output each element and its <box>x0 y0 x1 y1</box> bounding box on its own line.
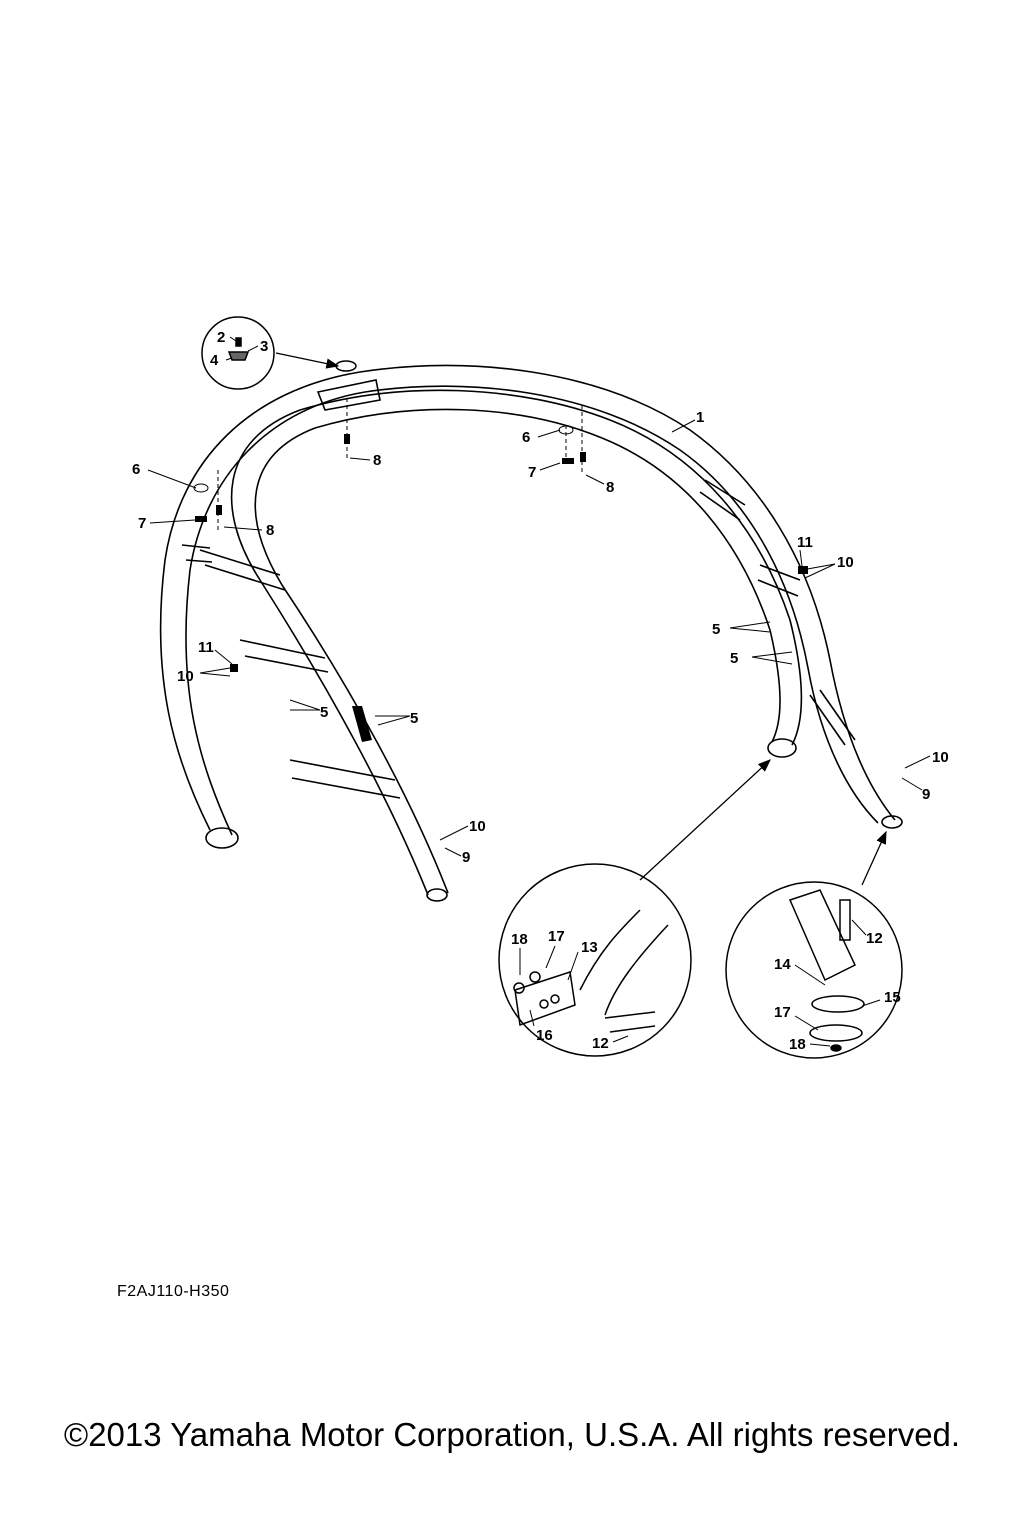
callout-6: 6 <box>522 429 530 446</box>
callout-5: 5 <box>712 621 720 638</box>
callout-11: 11 <box>797 534 813 551</box>
callout-8: 8 <box>606 479 614 496</box>
callout-14: 14 <box>774 956 791 973</box>
callout-10: 10 <box>469 818 486 835</box>
callout-labels: 1 2 3 4 5 5 5 5 6 6 7 7 8 8 8 9 9 10 10 … <box>132 329 949 1053</box>
callout-17: 17 <box>548 928 565 945</box>
diagram-code: F2AJ110-H350 <box>117 1283 230 1300</box>
callout-1: 1 <box>696 409 704 426</box>
detail-arrow-top <box>275 352 340 369</box>
callout-10: 10 <box>837 554 854 571</box>
copyright-notice: ©2013 Yamaha Motor Corporation, U.S.A. A… <box>63 1416 961 1453</box>
callout-18: 18 <box>511 931 528 948</box>
callout-10: 10 <box>177 668 194 685</box>
hardware-marks <box>193 360 808 742</box>
detail-circle-left-foot <box>498 863 692 1057</box>
detail-circle-top <box>201 316 275 390</box>
callout-9: 9 <box>922 786 930 803</box>
callout-3: 3 <box>260 338 268 355</box>
detail-arrow-left-foot <box>639 759 771 881</box>
callout-5: 5 <box>730 650 738 667</box>
callout-5: 5 <box>410 710 418 727</box>
callout-7: 7 <box>528 464 536 481</box>
callout-18: 18 <box>789 1036 806 1053</box>
tower-frame <box>159 364 903 902</box>
callout-7: 7 <box>138 515 146 532</box>
callout-8: 8 <box>266 522 274 539</box>
detail-circle-right-foot <box>725 881 903 1059</box>
callout-10: 10 <box>932 749 949 766</box>
assembly-lines <box>217 398 583 530</box>
callout-12: 12 <box>866 930 883 947</box>
callout-6: 6 <box>132 461 140 478</box>
leader-lines <box>147 336 923 1047</box>
callout-9: 9 <box>462 849 470 866</box>
callout-12: 12 <box>592 1035 609 1052</box>
callout-13: 13 <box>581 939 598 956</box>
callout-2: 2 <box>217 329 225 346</box>
callout-16: 16 <box>536 1027 553 1044</box>
callout-11: 11 <box>198 639 214 656</box>
fastener-arrows <box>199 563 931 841</box>
callout-15: 15 <box>884 989 901 1006</box>
callout-17: 17 <box>774 1004 791 1021</box>
detail-arrow-right-foot <box>861 830 887 886</box>
callout-4: 4 <box>210 352 219 369</box>
callout-5: 5 <box>320 704 328 721</box>
callout-8: 8 <box>373 452 381 469</box>
